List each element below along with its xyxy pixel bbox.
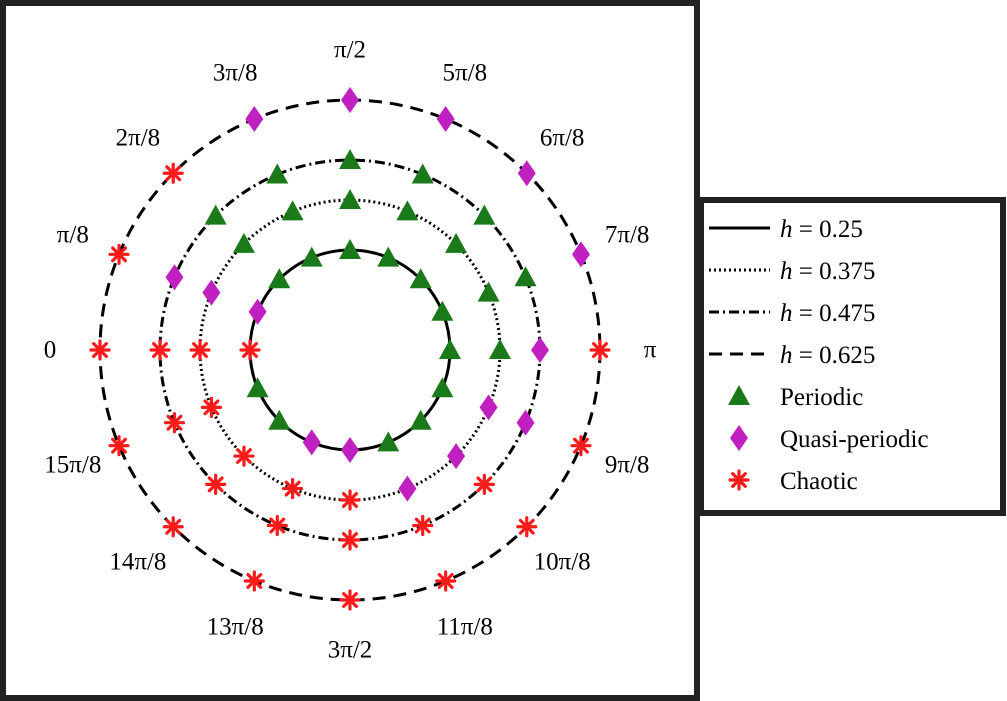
point-1-8-periodic [489,339,511,359]
point-0-10-periodic [409,409,432,430]
point-2-9-quasi-periodic [516,409,535,436]
point-0-8-periodic [439,339,461,359]
angle-label-15: 15π/8 [44,451,101,478]
point-2-1-quasi-periodic [165,264,184,291]
point-3-5-quasi-periodic [436,106,455,133]
legend: h = 0.25 h = 0.375 h = 0.475 h = 0.625 Peri… [698,197,1006,516]
point-3-8-chaotic [589,339,611,361]
point-2-12-chaotic [339,529,361,551]
point-0-3-periodic [300,246,323,267]
point-3-7-quasi-periodic [571,241,590,268]
angle-label-11: 11π/8 [437,614,493,641]
point-2-10-chaotic [473,473,495,495]
data-markers [89,87,611,611]
point-2-6-periodic [473,204,496,225]
point-0-9-periodic [431,377,454,398]
angle-label-0: 0 [44,337,57,364]
legend-marker-diamond [730,425,748,451]
point-2-7-periodic [514,266,537,287]
plot-frame [0,0,700,701]
point-2-2-periodic [204,204,227,225]
point-3-0-chaotic [89,339,111,361]
point-1-0-chaotic [189,339,211,361]
legend-marker-label-2: Chaotic [780,468,858,495]
legend-marker-triangle [728,385,750,405]
point-2-11-chaotic [412,514,434,537]
point-0-11-periodic [377,431,400,452]
point-0-4-periodic [339,239,361,259]
point-2-13-chaotic [266,514,288,537]
point-0-7-periodic [431,300,454,321]
point-0-5-periodic [377,246,400,267]
point-1-7-periodic [477,281,500,302]
angle-label-8: π [644,337,657,364]
point-3-9-chaotic [570,435,592,457]
angle-label-9: 9π/8 [605,451,650,478]
point-1-13-chaotic [281,477,304,500]
point-0-12-quasi-periodic [341,437,359,463]
point-2-14-chaotic [205,473,227,495]
legend-label-3: h = 0.625 [780,342,875,369]
point-1-11-quasi-periodic [398,475,417,502]
angle-label-10: 10π/8 [534,549,591,576]
point-2-5-periodic [411,163,434,184]
angle-label-4: π/2 [334,37,366,64]
legend-box [698,197,1006,516]
point-3-13-chaotic [243,570,265,592]
point-1-6-periodic [445,232,468,253]
point-1-3-periodic [281,200,304,221]
legend-label-1: h = 0.375 [780,258,875,285]
angle-label-3: 3π/8 [213,59,258,86]
point-1-14-chaotic [233,445,255,467]
point-3-1-chaotic [108,243,130,265]
point-1-15-chaotic [200,396,223,419]
point-3-2-chaotic [162,162,184,184]
point-0-2-periodic [268,268,291,289]
legend-marker-asterisk [728,469,750,491]
point-0-13-quasi-periodic [302,429,321,456]
point-2-8-quasi-periodic [531,337,549,363]
point-3-15-chaotic [108,435,130,457]
point-1-5-periodic [396,200,419,221]
angle-labels: 0 π/8 2π/8 3π/8 π/2 5π/8 6π/8 7π/8 π 9π/8 10π/8 11π… [44,37,657,664]
point-3-11-chaotic [435,570,457,592]
legend-marker-label-0: Periodic [780,384,863,411]
point-0-1-quasi-periodic [248,298,267,325]
point-0-15-periodic [246,377,269,398]
point-1-9-quasi-periodic [479,394,498,421]
point-0-0-chaotic [239,339,261,361]
point-3-14-chaotic [162,516,184,538]
legend-marker-label-1: Quasi-periodic [780,426,929,453]
angle-label-6: 6π/8 [540,124,585,151]
legend-label-0: h = 0.25 [780,216,863,243]
angle-label-5: 5π/8 [443,59,488,86]
angle-label-12: 3π/2 [328,637,373,664]
point-2-3-periodic [266,163,289,184]
angle-label-14: 14π/8 [109,549,166,576]
legend-label-2: h = 0.475 [780,300,875,327]
point-3-10-chaotic [516,516,538,538]
point-0-6-periodic [409,268,432,289]
angle-label-13: 13π/8 [207,614,264,641]
point-3-4-quasi-periodic [341,87,359,113]
point-2-15-chaotic [163,412,186,434]
point-2-0-chaotic [149,339,171,361]
angle-label-1: π/8 [57,222,89,249]
point-1-12-chaotic [339,489,361,511]
point-3-3-quasi-periodic [245,106,264,133]
point-3-6-quasi-periodic [517,160,536,187]
point-1-1-quasi-periodic [202,279,221,306]
angle-label-7: 7π/8 [605,222,650,249]
point-1-4-periodic [339,189,361,209]
point-0-14-periodic [268,409,291,430]
point-3-12-chaotic [339,589,361,611]
point-1-2-periodic [232,232,255,253]
angle-label-2: 2π/8 [116,124,161,151]
point-2-4-periodic [339,149,361,169]
point-1-10-quasi-periodic [447,443,466,470]
